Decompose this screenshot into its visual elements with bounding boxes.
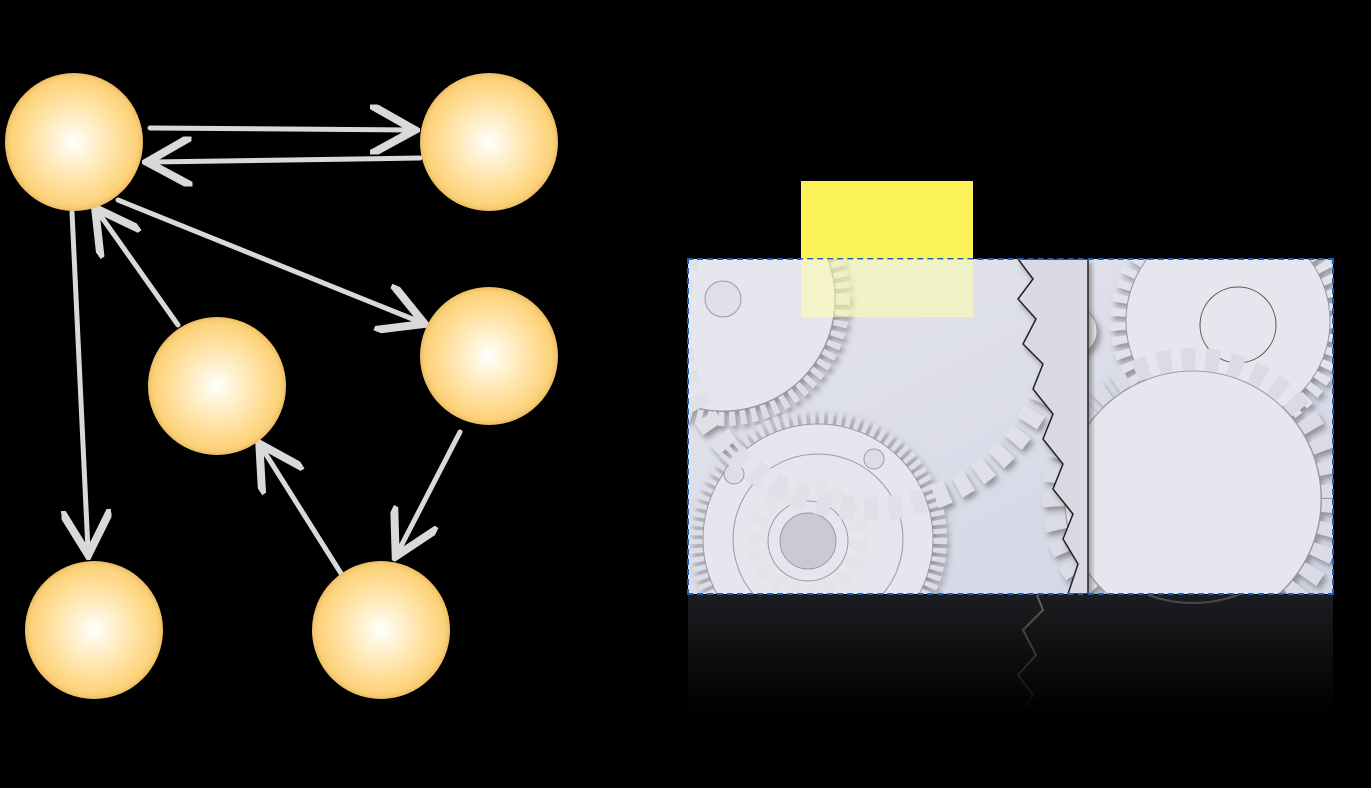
arrow-a-to-b — [147, 128, 410, 130]
arrow-d-to-f — [398, 429, 463, 552]
sticky-note-overlap — [801, 259, 973, 317]
arrow-b-to-a — [152, 158, 423, 162]
gears-image — [688, 259, 1333, 594]
node-b[interactable] — [420, 73, 558, 211]
arrow-a-to-d — [115, 197, 420, 322]
arrow-f-to-c — [262, 448, 345, 578]
node-d[interactable] — [420, 287, 558, 425]
node-a[interactable] — [5, 73, 143, 211]
arrow-c-to-a — [98, 212, 181, 328]
gears-image-reflection — [688, 595, 1333, 715]
sticky-note[interactable] — [801, 181, 973, 260]
node-e[interactable] — [25, 561, 163, 699]
node-graph-diagram — [0, 0, 463, 578]
node-c[interactable] — [148, 317, 286, 455]
arrow-a-to-e — [72, 209, 88, 550]
gears-image-panel[interactable] — [687, 258, 1334, 595]
node-f[interactable] — [312, 561, 450, 699]
